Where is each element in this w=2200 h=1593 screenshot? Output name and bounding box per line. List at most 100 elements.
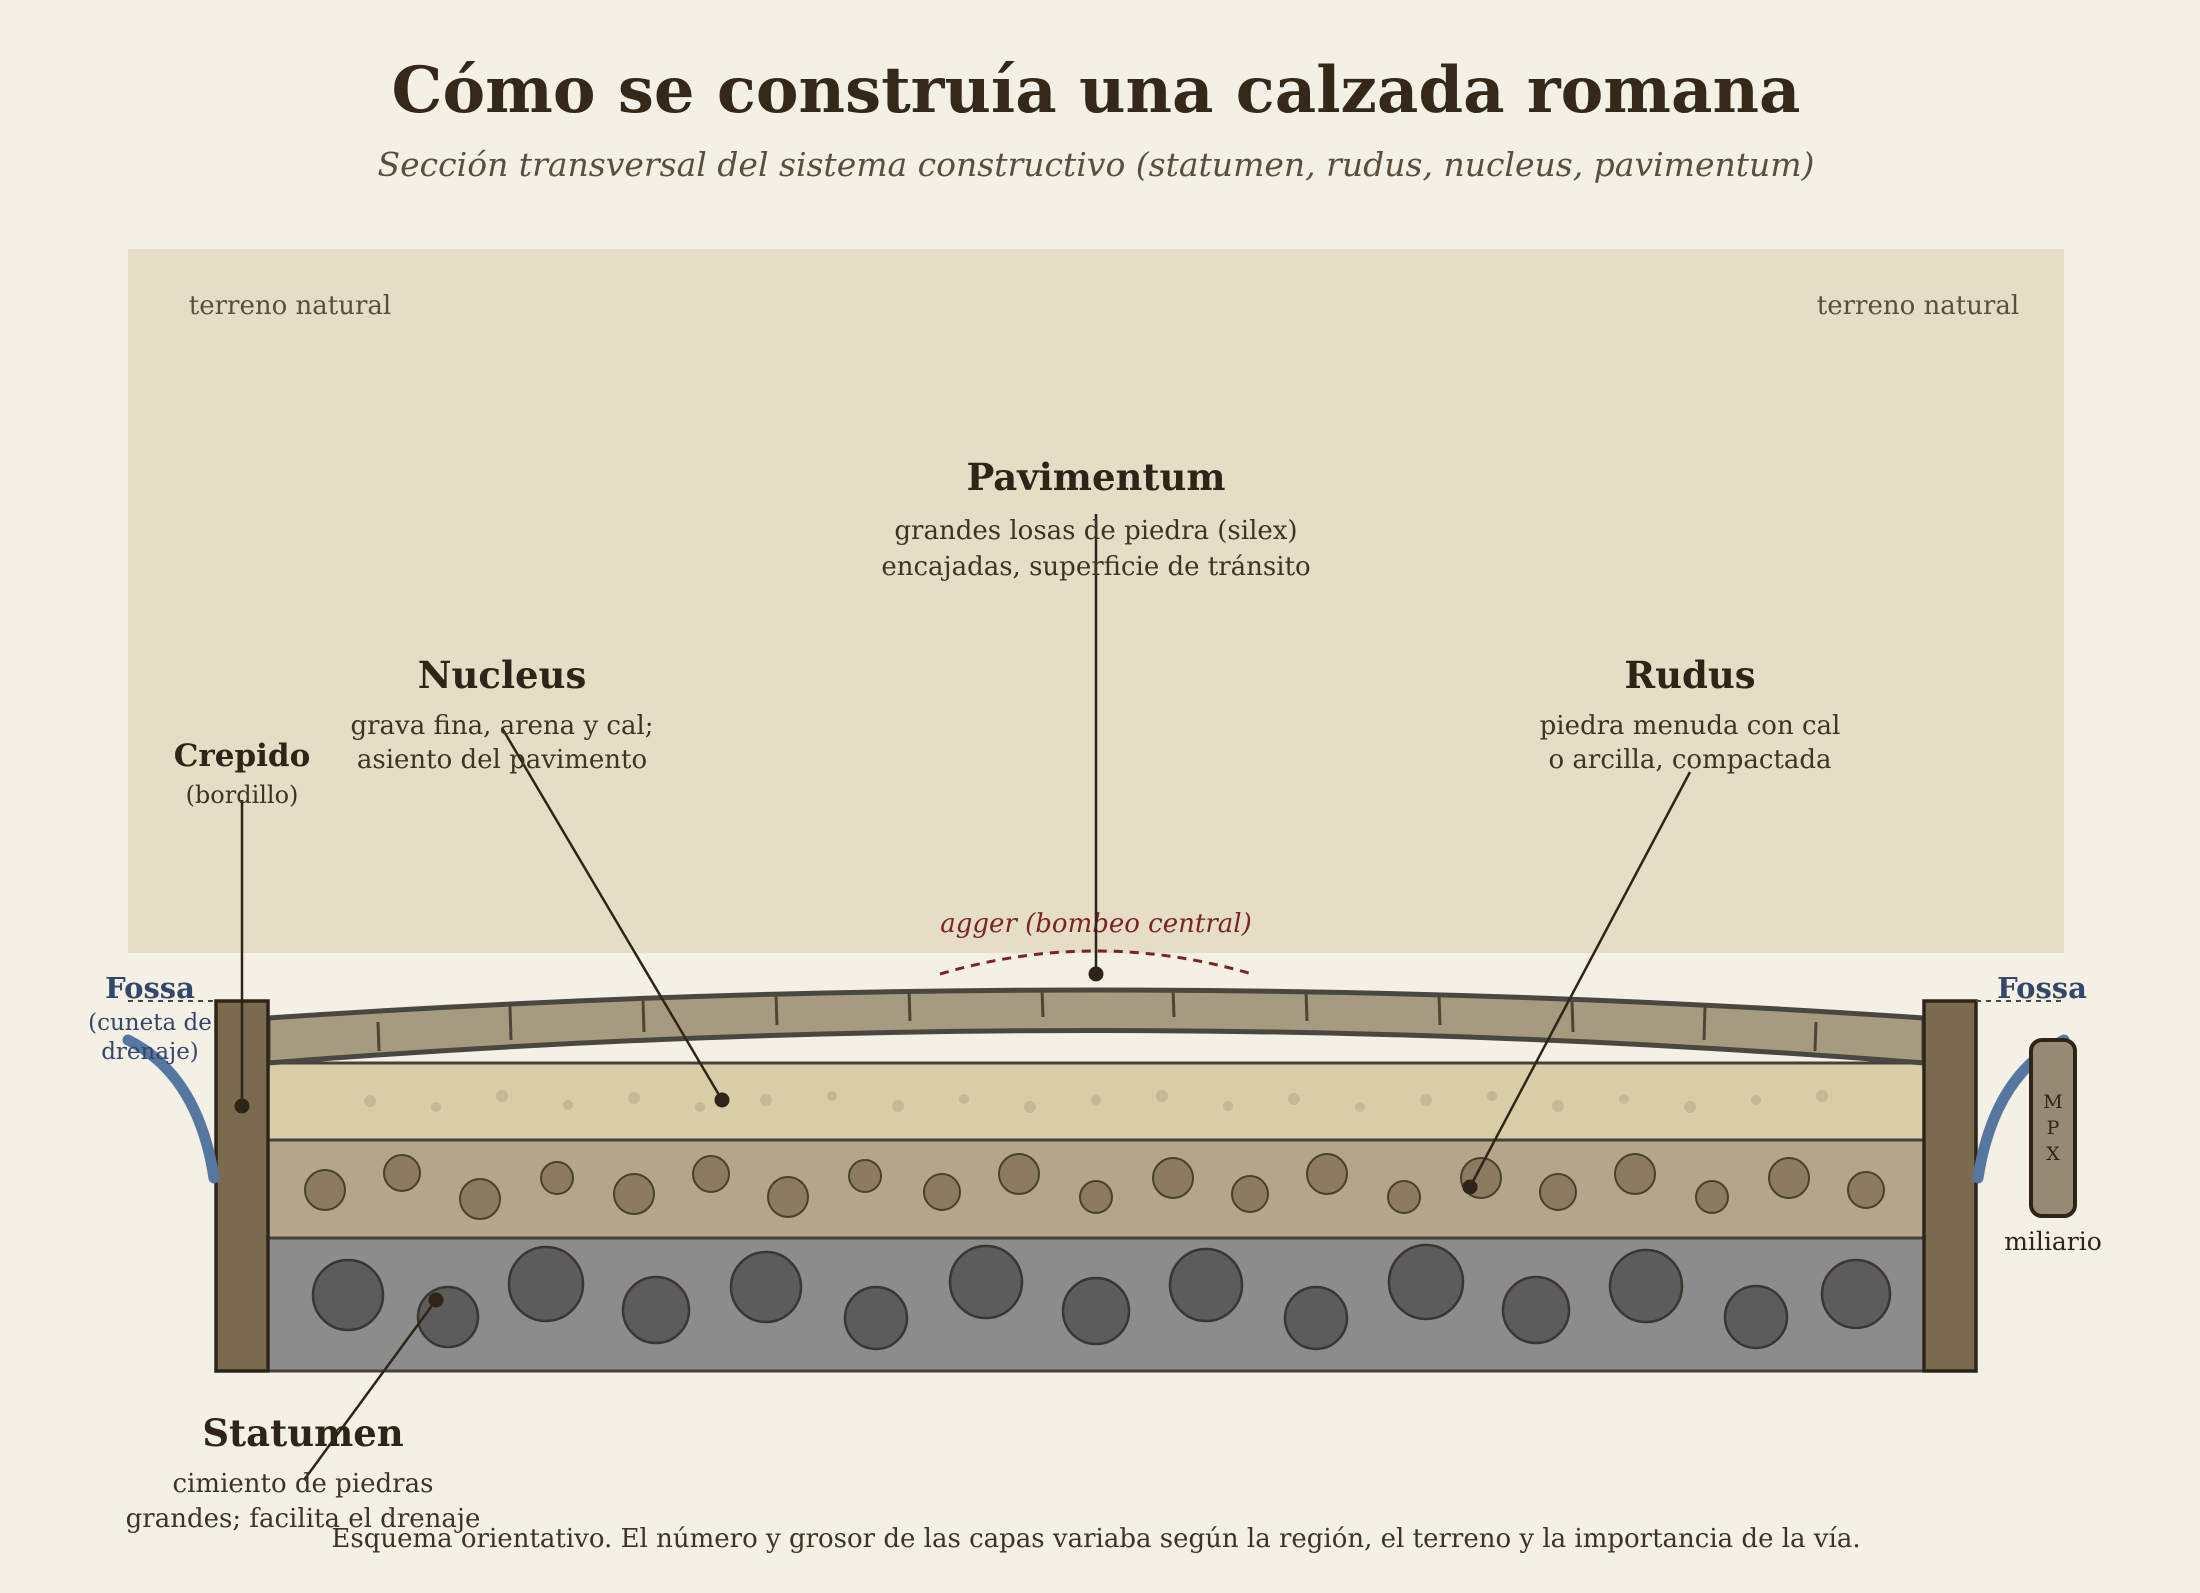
label-statumen-name: Statumen [202, 1411, 403, 1455]
gravel-dot [760, 1094, 772, 1106]
paving-joint [1304, 989, 1309, 1022]
rudus-stone [1387, 1180, 1421, 1214]
leader-line-statumen [302, 1299, 438, 1481]
gravel-dot [1288, 1093, 1300, 1105]
label-nucleus-desc-1: grava fina, arena y cal; [350, 711, 653, 741]
statumen-stone [1061, 1276, 1131, 1346]
statumen-stone [507, 1245, 585, 1323]
statumen-stone [416, 1285, 480, 1349]
gravel-dot [695, 1102, 705, 1112]
gravel-dot [1024, 1101, 1036, 1113]
page-subtitle: Sección transversal del sistema construc… [378, 145, 1815, 184]
milestone-letter-m: M [2043, 1091, 2062, 1113]
leader-dot-rudus [1462, 1179, 1478, 1195]
milestone-label: miliario [2004, 1227, 2102, 1256]
gravel-dot [1552, 1100, 1564, 1112]
gravel-dot [1751, 1095, 1761, 1105]
label-statumen-desc-1: cimiento de piedras [173, 1469, 434, 1499]
agger-arc [939, 949, 1253, 976]
paving-joints [376, 987, 1818, 1052]
label-rudus-desc-2: o arcilla, compactada [1548, 745, 1831, 775]
leader-line-rudus [1468, 771, 1692, 1188]
rudus-stone [1306, 1153, 1348, 1195]
label-nucleus-name: Nucleus [418, 653, 587, 697]
gravel-dot [1156, 1090, 1168, 1102]
label-rudus-desc-1: piedra menuda con cal [1540, 711, 1841, 741]
statumen-stone [1283, 1285, 1349, 1351]
rudus-stone [613, 1173, 655, 1215]
footer-note: Esquema orientativo. El número y grosor … [331, 1524, 1860, 1554]
statumen-stone [311, 1258, 385, 1332]
paving-joint [1813, 1021, 1818, 1052]
gravel-dot [1091, 1095, 1101, 1105]
statumen-stone [1820, 1258, 1892, 1330]
label-fossa-left-desc-1: (cuneta de [88, 1010, 212, 1036]
rudus-stone [767, 1176, 809, 1218]
paving-joint [1171, 987, 1176, 1018]
pavimentum-layer [265, 987, 1927, 1066]
rudus-stone [848, 1159, 882, 1193]
statumen-stone [948, 1244, 1024, 1320]
gravel-dot [1420, 1094, 1432, 1106]
paving-joint [774, 993, 779, 1026]
label-rudus-name: Rudus [1624, 653, 1755, 697]
leader-dots [234, 966, 1478, 1308]
paving-joint [1040, 987, 1045, 1018]
label-nucleus-desc-2: asiento del pavimento [357, 745, 647, 775]
terrain-label-right: terreno natural [1817, 291, 2019, 321]
rudus-stone [998, 1153, 1040, 1195]
fossa-ditch-left [122, 1034, 220, 1184]
leader-line-nucleus [500, 727, 724, 1101]
statumen-stone [843, 1285, 909, 1351]
leader-lines [240, 514, 1692, 1481]
label-fossa-left-desc-2: drenaje) [101, 1039, 199, 1065]
label-rudus: Rudus piedra menuda con cal o arcilla, c… [1540, 653, 1841, 775]
gravel-dot [1223, 1101, 1233, 1111]
label-pavimentum-desc-2: encajadas, superficie de tránsito [881, 552, 1310, 582]
label-fossa-left-name: Fossa [105, 971, 195, 1005]
terrain-label-left: terreno natural [189, 291, 391, 321]
gravel-dot [1816, 1090, 1828, 1102]
statumen-stone [1723, 1284, 1789, 1350]
rudus-stone [540, 1161, 574, 1195]
paving-joint [1570, 999, 1575, 1033]
statumen-stone [1168, 1247, 1244, 1323]
gravel-dot [1619, 1094, 1629, 1104]
rudus-stone [459, 1178, 501, 1220]
label-statumen-desc-2: grandes; facilita el drenaje [126, 1504, 481, 1534]
rudus-stone [1614, 1153, 1656, 1195]
nucleus-gravel [364, 1090, 1828, 1113]
label-pavimentum: Pavimentum grandes losas de piedra (sile… [881, 455, 1310, 582]
paving-joint [376, 1021, 381, 1052]
label-crepido-desc: (bordillo) [186, 781, 299, 809]
gravel-dot [563, 1100, 573, 1110]
leader-dot-statumen [428, 1292, 444, 1308]
label-fossa-left: Fossa (cuneta de drenaje) [88, 971, 212, 1065]
gravel-dot [628, 1092, 640, 1104]
milestone-stone [2029, 1038, 2077, 1218]
paving-joint [508, 1005, 513, 1041]
rudus-stone [1079, 1180, 1113, 1214]
statumen-stone [1608, 1248, 1684, 1324]
milestone: M P X miliario [2004, 1038, 2102, 1256]
gravel-dot [431, 1102, 441, 1112]
statumen-stone [1387, 1243, 1465, 1321]
paving-joint [1437, 993, 1442, 1026]
rudus-stone [692, 1155, 730, 1193]
leader-dot-crepido [234, 1098, 250, 1114]
rudus-stone [1768, 1157, 1810, 1199]
crepido-curb-right [1922, 999, 1978, 1373]
rudus-stone [1231, 1175, 1269, 1213]
statumen-stone [621, 1275, 691, 1345]
paving-joint [1702, 1005, 1707, 1041]
paving-joint [641, 999, 646, 1033]
rudus-stone [304, 1169, 346, 1211]
gravel-dot [1487, 1091, 1497, 1101]
gravel-dot [959, 1094, 969, 1104]
label-crepido-name: Crepido [174, 738, 311, 774]
milestone-letter-p: P [2047, 1117, 2060, 1139]
label-statumen: Statumen cimiento de piedras grandes; fa… [126, 1411, 481, 1534]
leader-dot-nucleus [714, 1092, 730, 1108]
gravel-dot [1355, 1102, 1365, 1112]
label-nucleus: Nucleus grava fina, arena y cal; asiento… [350, 653, 653, 775]
